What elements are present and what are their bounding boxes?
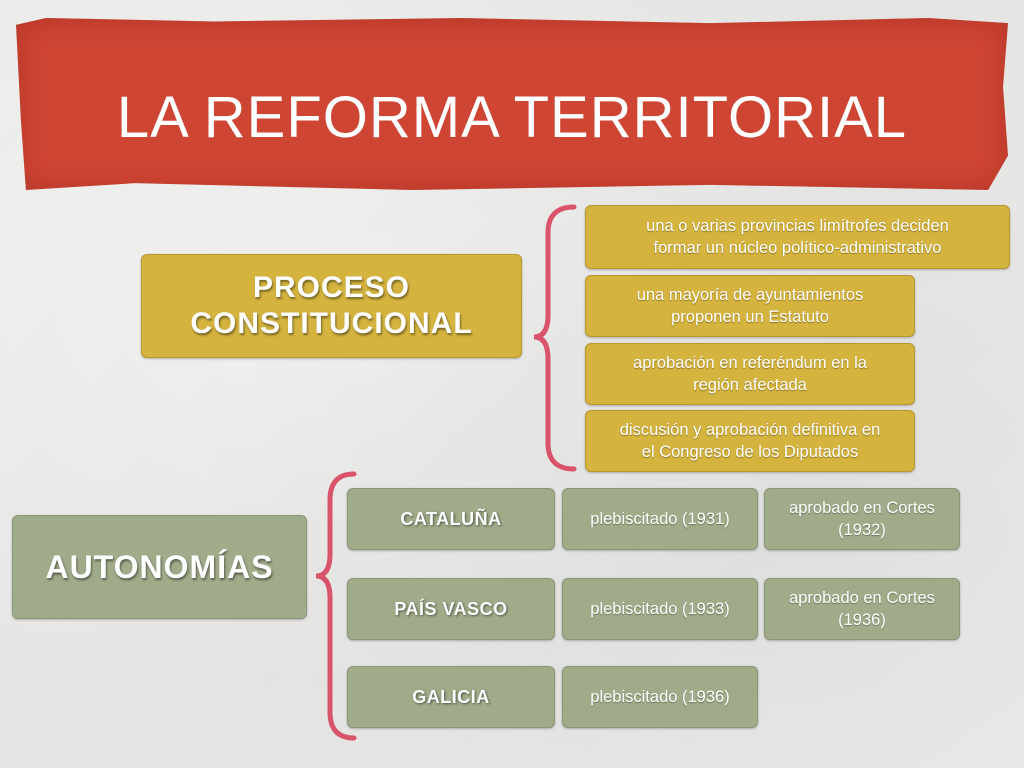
aprobado-cataluna-line1: aprobado en Cortes [789, 499, 935, 517]
proceso-step-1-line2: formar un núcleo político-administrativo [653, 239, 942, 257]
plebiscito-pais-vasco: plebiscitado (1933) [562, 578, 758, 640]
proceso-step-1-line1: una o varias provincias limítrofes decid… [646, 217, 949, 235]
region-cataluna-label: CATALUÑA [400, 508, 502, 529]
page-title: LA REFORMA TERRITORIAL [116, 85, 908, 150]
proceso-step-4: discusión y aprobación definitiva en el … [585, 410, 915, 472]
proceso-step-4-line2: el Congreso de los Diputados [641, 443, 859, 461]
plebiscito-galicia: plebiscitado (1936) [562, 666, 758, 728]
aprobado-pais-vasco: aprobado en Cortes (1936) [764, 578, 960, 640]
region-cataluna: CATALUÑA [347, 488, 555, 550]
aprobado-cataluna: aprobado en Cortes (1932) [764, 488, 960, 550]
proceso-label-line2: CONSTITUCIONAL [190, 307, 473, 340]
plebiscito-galicia-text: plebiscitado (1936) [590, 688, 730, 706]
proceso-step-3: aprobación en referéndum en la región af… [585, 343, 915, 405]
region-galicia: GALICIA [347, 666, 555, 728]
autonomias-box: AUTONOMÍAS [12, 515, 307, 619]
proceso-constitucional-box: PROCESO CONSTITUCIONAL [141, 254, 522, 358]
aprobado-pais-vasco-line2: (1936) [838, 611, 886, 629]
proceso-step-1: una o varias provincias limítrofes decid… [585, 205, 1010, 269]
plebiscito-pais-vasco-text: plebiscitado (1933) [590, 600, 730, 618]
proceso-step-3-line1: aprobación en referéndum en la [633, 354, 867, 372]
region-galicia-label: GALICIA [412, 686, 490, 707]
proceso-step-2-line2: proponen un Estatuto [671, 308, 829, 326]
proceso-step-2: una mayoría de ayuntamientos proponen un… [585, 275, 915, 337]
proceso-brace [533, 204, 577, 472]
plebiscito-cataluna: plebiscitado (1931) [562, 488, 758, 550]
region-pais-vasco: PAÍS VASCO [347, 578, 555, 640]
proceso-label-line1: PROCESO [252, 271, 411, 304]
region-pais-vasco-label: PAÍS VASCO [394, 598, 508, 619]
autonomias-label: AUTONOMÍAS [45, 549, 274, 585]
aprobado-pais-vasco-line1: aprobado en Cortes [789, 589, 935, 607]
title-banner [16, 18, 1008, 190]
proceso-step-4-line1: discusión y aprobación definitiva en [619, 421, 881, 439]
proceso-step-2-line1: una mayoría de ayuntamientos [636, 286, 864, 304]
autonomias-brace [315, 471, 357, 741]
proceso-step-3-line2: región afectada [693, 376, 807, 394]
aprobado-cataluna-line2: (1932) [838, 521, 886, 539]
plebiscito-cataluna-text: plebiscitado (1931) [590, 510, 730, 528]
